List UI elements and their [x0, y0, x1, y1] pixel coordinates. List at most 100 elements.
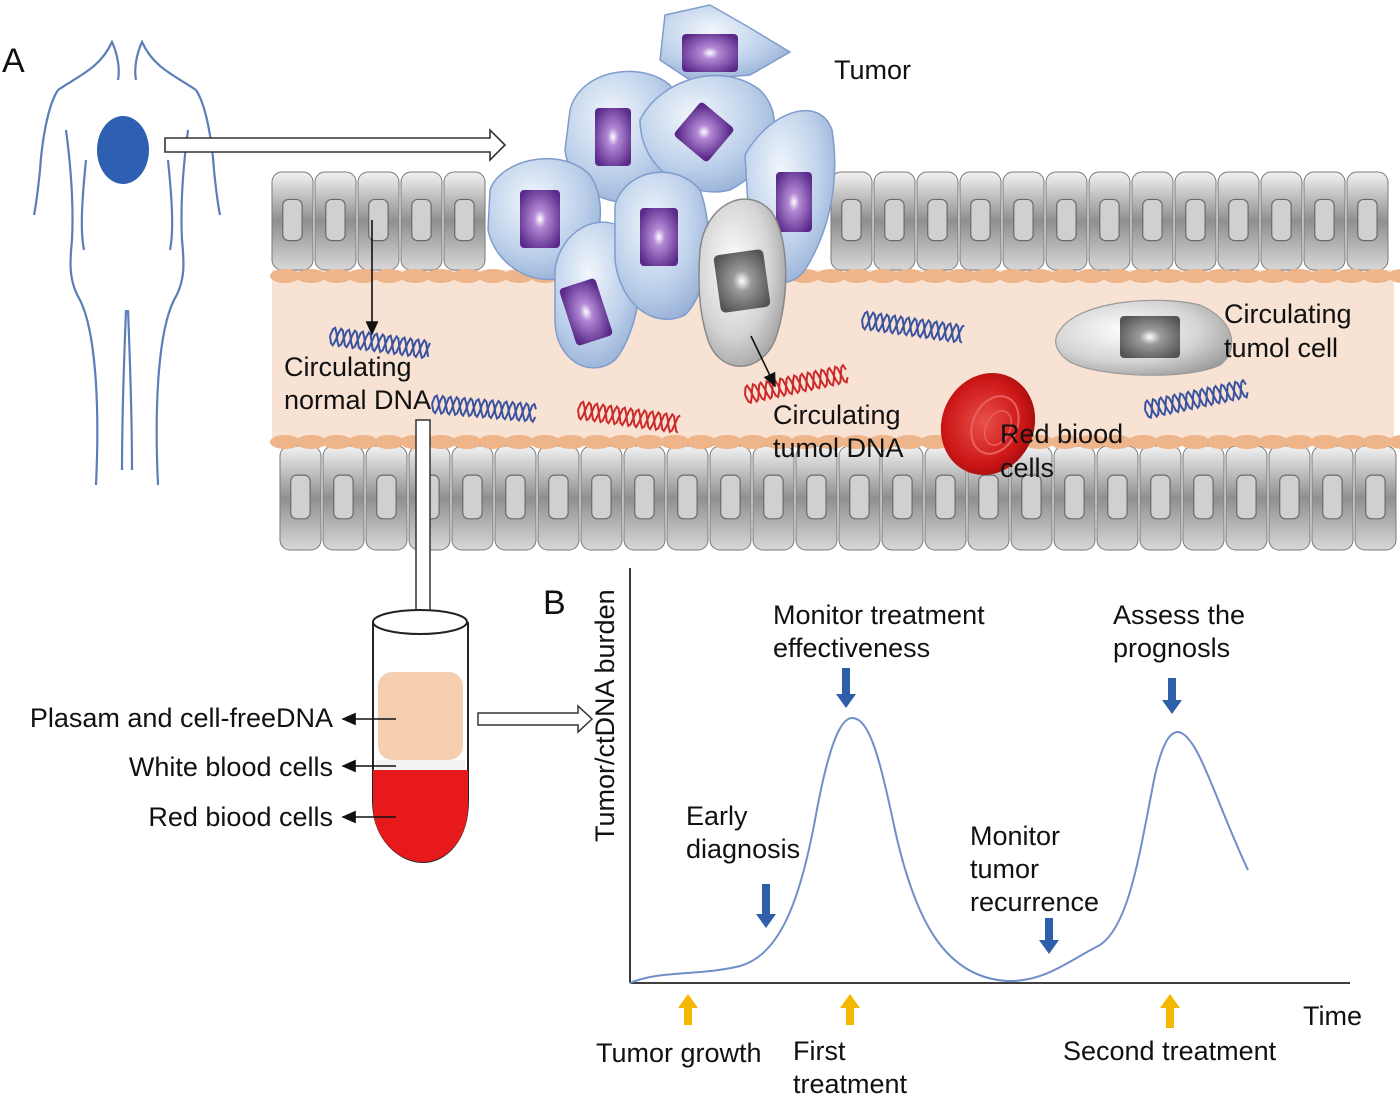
membrane-segment [1102, 435, 1132, 449]
early-diagnosis-label-1: Early [686, 801, 748, 831]
wall-cell-icon [1354, 445, 1397, 551]
membrane-segment [348, 269, 378, 283]
burden-curve [629, 716, 1249, 984]
yellow-indicator-arrows [678, 994, 1180, 1028]
wall-cell-icon [314, 171, 357, 271]
vessel-wall-bottom [279, 445, 1397, 551]
membrane-segment [426, 435, 456, 449]
membrane-segment [478, 435, 508, 449]
wall-cell-icon [838, 445, 881, 551]
wall-cell-icon [537, 445, 580, 551]
tumor-label: Tumor [834, 55, 911, 85]
dna-helix-icon [329, 326, 431, 360]
membrane-segment [426, 269, 456, 283]
membrane-segment [400, 269, 430, 283]
normal-dna-label-2: normal DNA [284, 385, 431, 415]
membrane-segment [894, 269, 924, 283]
prognosis-arrow-icon [1162, 678, 1182, 714]
wall-cell-icon [916, 171, 959, 271]
membrane-segment [894, 435, 924, 449]
membrane-segment [1362, 269, 1392, 283]
membrane-segment [712, 435, 742, 449]
wall-cell-icon [1139, 445, 1182, 551]
wall-cell-icon [752, 445, 795, 551]
membrane-segment [1232, 435, 1262, 449]
tube-to-chart-arrow [477, 704, 594, 734]
wbc-label: White blood cells [129, 752, 333, 782]
wall-cell-icon [1225, 445, 1268, 551]
membrane-segment [1076, 269, 1106, 283]
wall-cell-icon [1346, 171, 1389, 271]
first-treatment-label-2: treatment [793, 1069, 908, 1096]
tumor-dna-label-2: tumol DNA [773, 433, 904, 463]
dna-helix-icon [861, 310, 965, 344]
wall-cell-icon [795, 445, 838, 551]
dna-helix-icon [744, 363, 849, 405]
membrane-segment [582, 435, 612, 449]
membrane-segment [296, 269, 326, 283]
membrane-segment [1336, 435, 1366, 449]
wall-cell-icon [1311, 445, 1354, 551]
effectiveness-label-1: Monitor treatment [773, 600, 985, 630]
first-treatment-arrow-icon [840, 994, 860, 1025]
recurrence-label-3: recurrence [970, 887, 1099, 917]
wall-cell-icon [279, 445, 322, 551]
membrane-segment [1050, 435, 1080, 449]
membrane-segment [1284, 269, 1314, 283]
membrane-segment [452, 435, 482, 449]
membrane-segment [1284, 435, 1314, 449]
wall-cell-icon [1174, 171, 1217, 271]
membrane-segment [972, 269, 1002, 283]
wall-cell-icon [400, 171, 443, 271]
first-treatment-label-1: First [793, 1036, 846, 1066]
wall-cell-icon [1053, 445, 1096, 551]
vessel-wall-top [271, 171, 1389, 271]
circulating-tumor-cell-icon [1055, 299, 1233, 376]
wall-cell-icon [271, 171, 314, 271]
tumor-growth-arrow-icon [678, 994, 698, 1025]
membrane-segment [868, 435, 898, 449]
membrane-segment [946, 269, 976, 283]
plasma-label: Plasam and cell-freeDNA [30, 703, 333, 733]
wall-cell-icon [580, 445, 623, 551]
wall-cell-icon [451, 445, 494, 551]
membrane-segment [556, 435, 586, 449]
dna-helix-icon [431, 393, 537, 424]
membrane-top [270, 269, 1400, 283]
dna-strands [329, 310, 1249, 434]
wall-cell-icon [1131, 171, 1174, 271]
red-blood-cell-icon [940, 373, 1036, 475]
membrane-segment [478, 269, 508, 283]
membrane-segment [738, 435, 768, 449]
membrane-segment [1388, 435, 1400, 449]
early-diagnosis-label-2: diagnosis [686, 834, 800, 864]
wall-cell-icon [1182, 445, 1225, 551]
membrane-segment [452, 269, 482, 283]
wall-cell-icon [1002, 171, 1045, 271]
membrane-segment [660, 435, 690, 449]
membrane-segment [270, 269, 300, 283]
panel-b-letter: B [543, 584, 566, 622]
normal-dna-label-1: Circulating [284, 352, 412, 382]
membrane-segment [998, 269, 1028, 283]
membrane-segment [1206, 269, 1236, 283]
effectiveness-label-2: effectiveness [773, 633, 930, 663]
tumor-cell-label-2: tumol cell [1224, 333, 1338, 363]
membrane-segment [1180, 269, 1210, 283]
wall-cell-icon [494, 445, 537, 551]
body-to-tumor-arrow [164, 128, 507, 162]
intravasating-tumor-cell-icon [698, 198, 787, 367]
membrane-segment [1102, 269, 1132, 283]
membrane-segment [842, 435, 872, 449]
membrane-segment [1050, 269, 1080, 283]
wall-cell-icon [365, 445, 408, 551]
membrane-segment [530, 435, 560, 449]
membrane-segment [868, 269, 898, 283]
wall-cell-icon [1096, 445, 1139, 551]
prognosis-label-2: prognosls [1113, 633, 1230, 663]
membrane-segment [1310, 435, 1340, 449]
membrane-segment [1310, 269, 1340, 283]
membrane-segment [842, 269, 872, 283]
dna-helix-icon [577, 400, 681, 434]
membrane-segment [1258, 435, 1288, 449]
